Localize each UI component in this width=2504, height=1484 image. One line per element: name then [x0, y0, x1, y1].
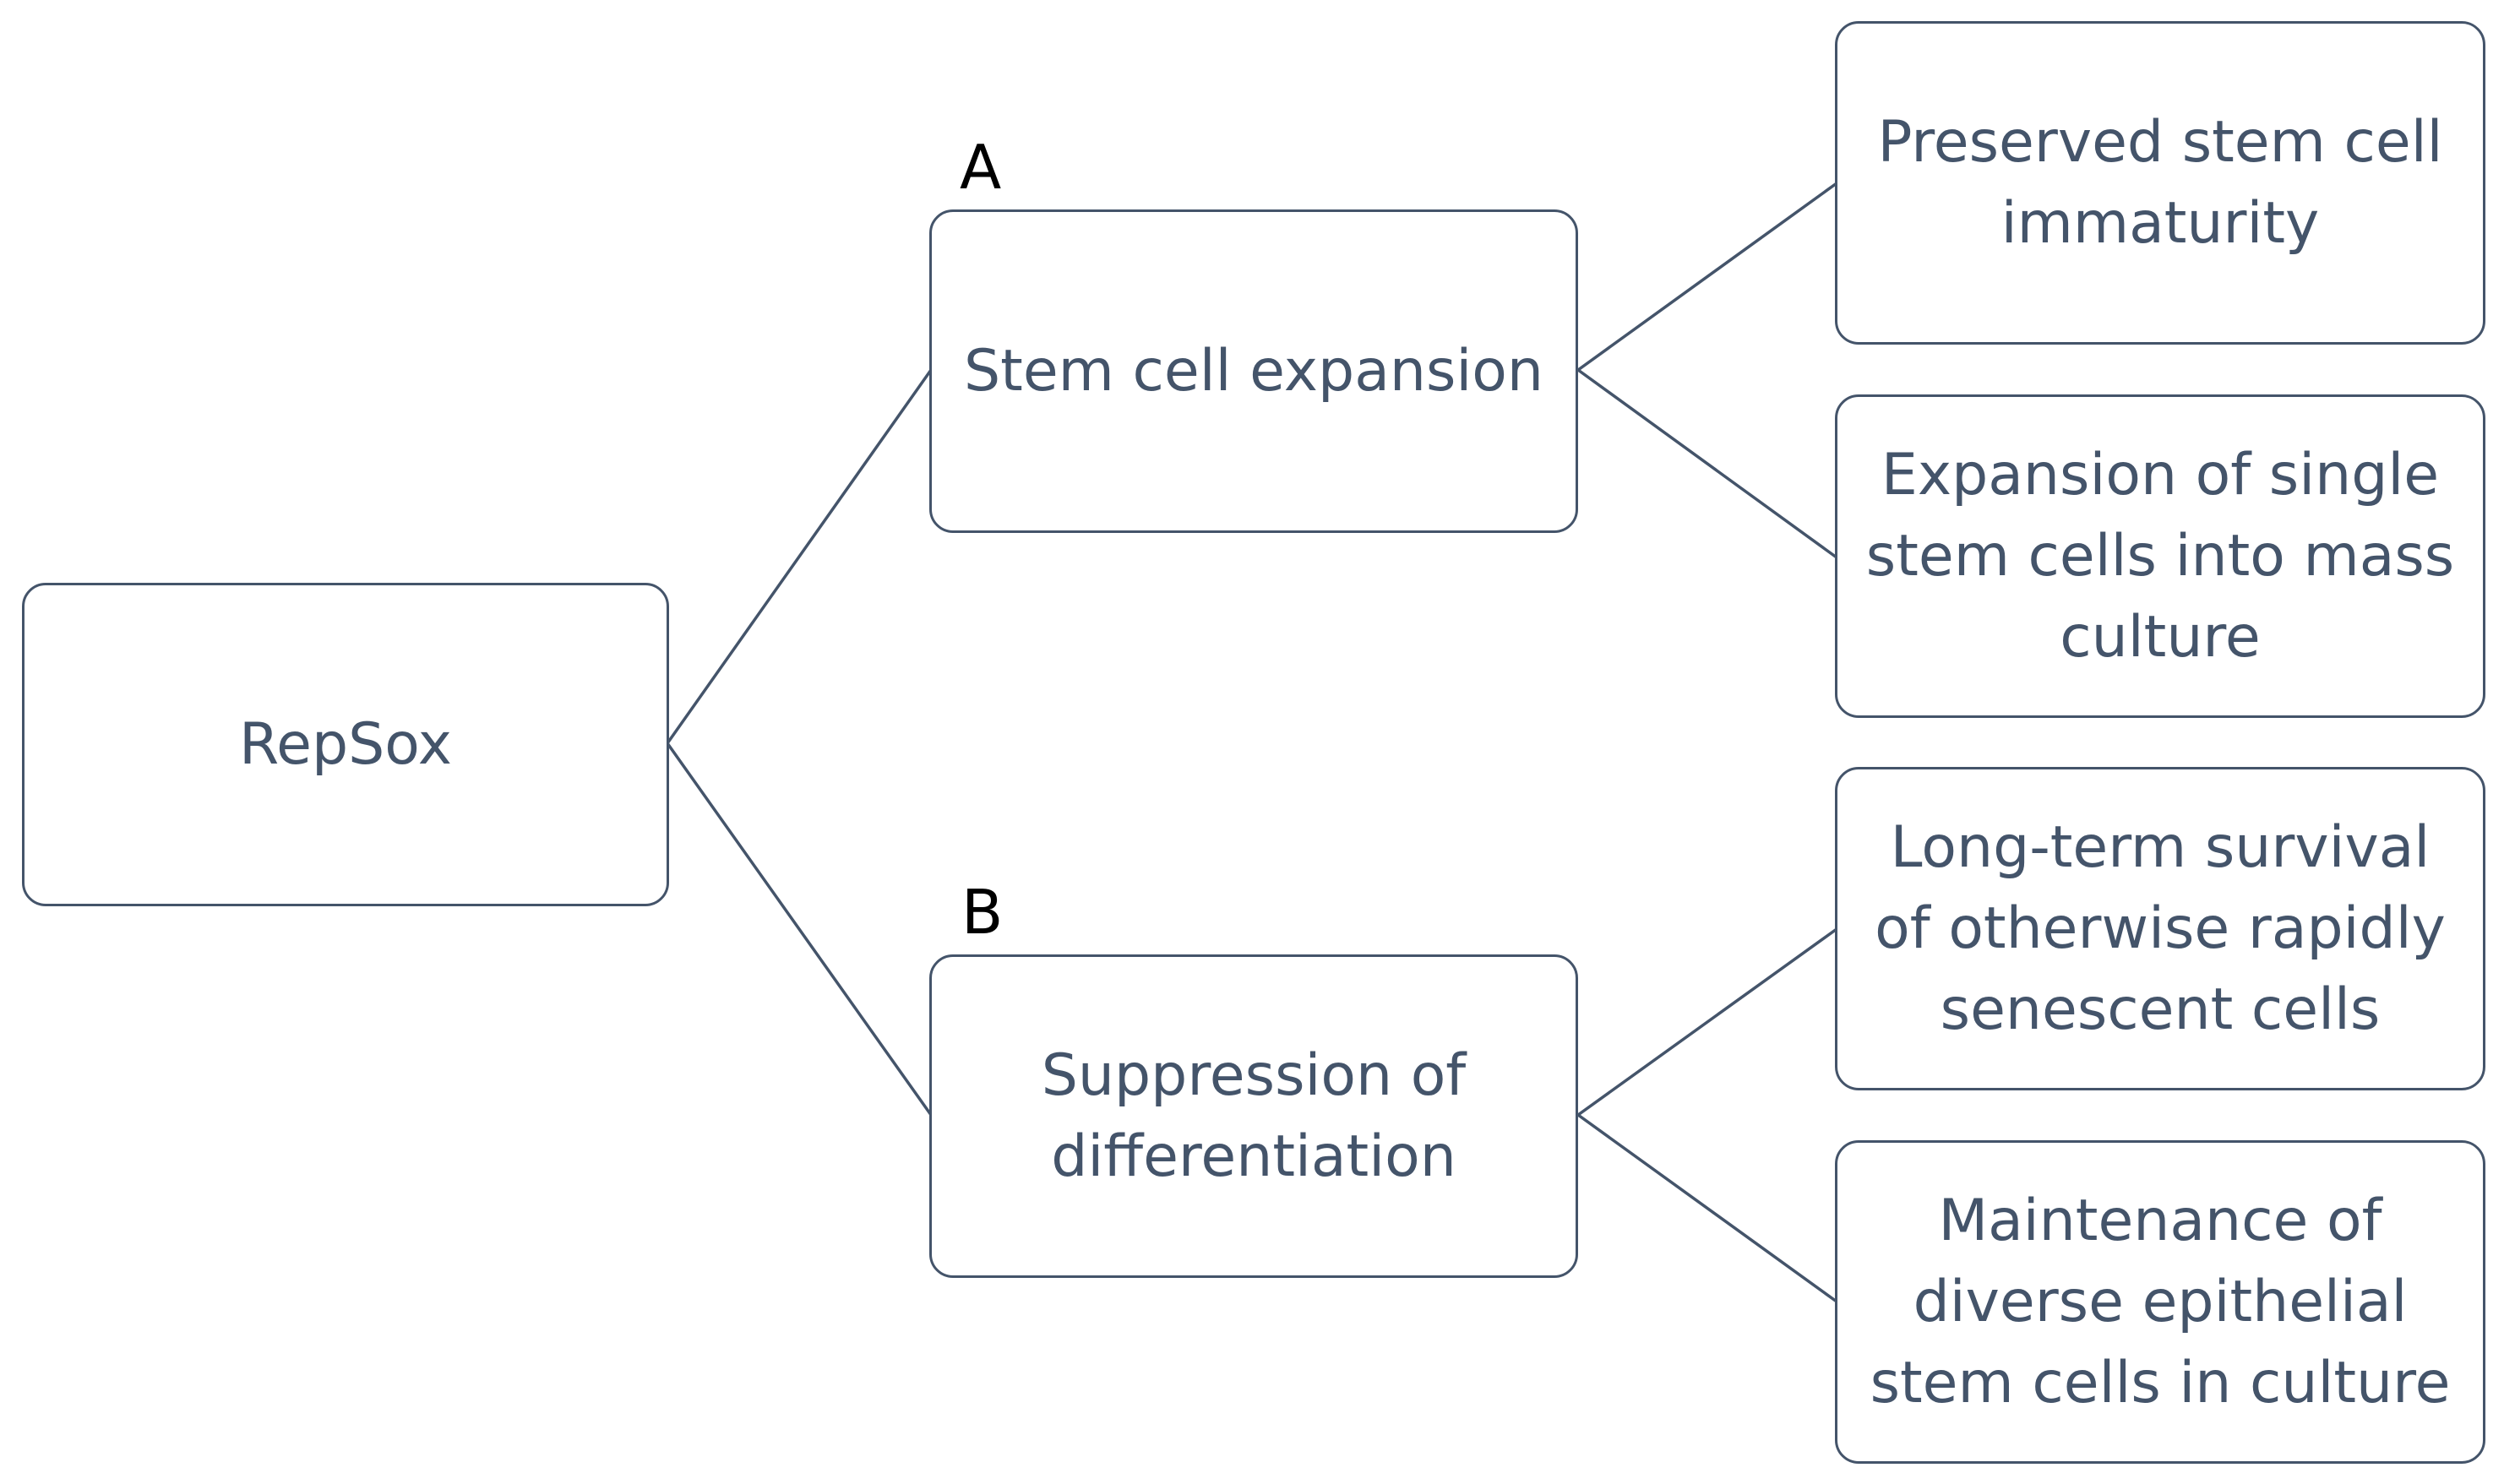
connector-root-to-b — [666, 742, 933, 1117]
outcome-node-maintenance-epithelial: Maintenance of diverse epithelial stem c… — [1835, 1140, 2485, 1464]
connector-b-to-b1 — [1576, 927, 1838, 1117]
outcome-node-long-term-survival: Long-term survival of otherwise rapidly … — [1835, 767, 2485, 1090]
connector-root-to-a — [666, 368, 933, 745]
branch-a-tag: A — [960, 132, 1002, 203]
outcome-node-expansion-single-cells: Expansion of single stem cells into mass… — [1835, 394, 2485, 718]
connector-a-to-a1 — [1576, 182, 1838, 372]
branch-b-label: Suppression of differentiation — [1041, 1041, 1467, 1190]
branch-node-suppression-of-differentiation: Suppression of differentiation — [929, 954, 1578, 1278]
outcome-node-preserved-immaturity: Preserved stem cell immaturity — [1835, 21, 2485, 345]
branch-a-label: Stem cell expansion — [964, 337, 1543, 405]
outcome-a2-label: Expansion of single stem cells into mass… — [1865, 441, 2455, 671]
outcome-a1-label: Preserved stem cell immaturity — [1877, 108, 2443, 257]
outcome-b1-label: Long-term survival of otherwise rapidly … — [1875, 813, 2446, 1043]
connector-b-to-b2 — [1576, 1113, 1838, 1303]
branch-b-tag: B — [961, 877, 1004, 948]
root-node-label: RepSox — [238, 710, 453, 778]
root-node-repsox: RepSox — [22, 583, 669, 906]
connector-a-to-a2 — [1576, 368, 1838, 559]
branch-node-stem-cell-expansion: Stem cell expansion — [929, 209, 1578, 533]
outcome-b2-label: Maintenance of diverse epithelial stem c… — [1870, 1187, 2451, 1416]
